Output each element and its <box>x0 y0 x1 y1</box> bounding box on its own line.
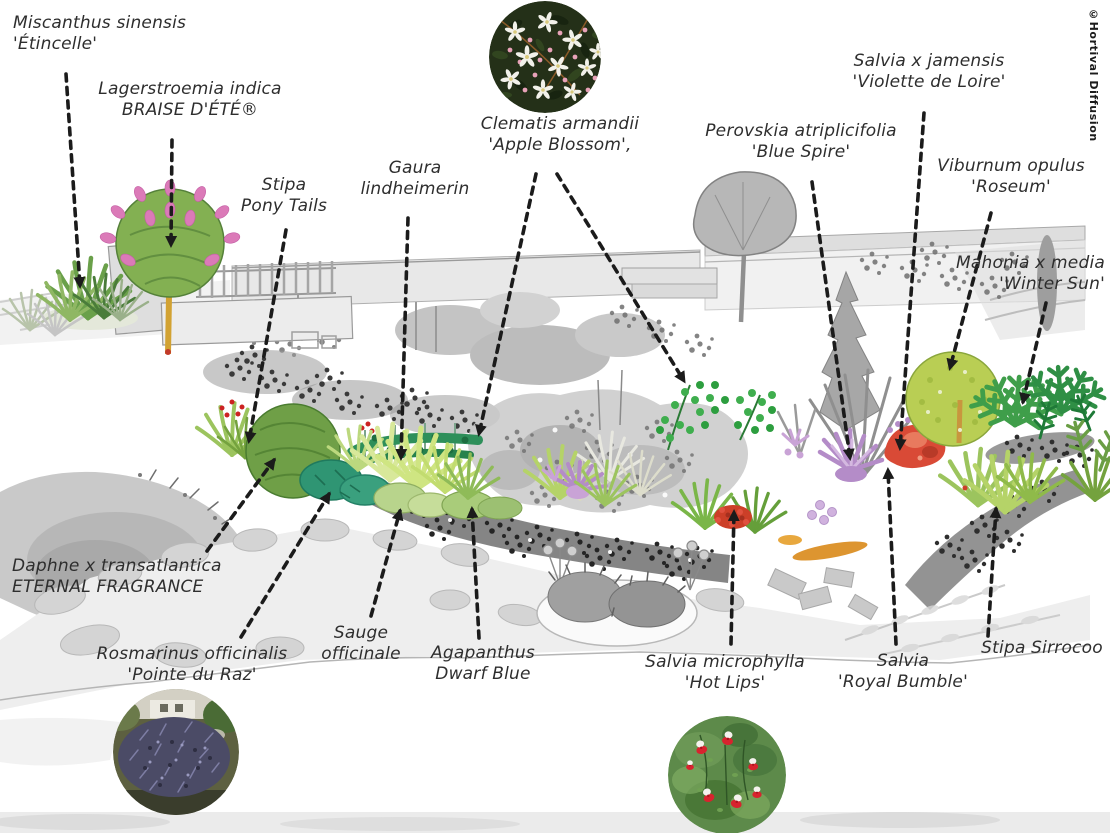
label-line: Stipa <box>261 175 307 195</box>
arrow-hot-lips <box>727 509 740 646</box>
label-clematis-armandii: Clematis armandii 'Apple Blossom', <box>460 114 660 156</box>
label-line: 'Pointe du Raz' <box>127 665 257 685</box>
label-line: Miscanthus sinensis <box>13 13 187 33</box>
salvia-hot-lips-photo <box>668 716 786 833</box>
label-line: 'Apple Blossom', <box>488 135 632 155</box>
label-line: Gaura <box>388 158 442 178</box>
arrow-agapanthus <box>466 506 481 640</box>
label-viburnum-opulus: Viburnum opulus 'Roseum' <box>926 156 1096 198</box>
label-line: Viburnum opulus <box>937 156 1085 176</box>
arrow-stipa-pony-tails <box>244 228 288 444</box>
label-stipa-pony-tails: Stipa Pony Tails <box>224 175 344 217</box>
background-trees <box>234 171 1057 431</box>
label-salvia-royal-bumble: Salvia 'Royal Bumble' <box>813 651 993 693</box>
label-gaura-lindheimerin: Gaura lindheimerin <box>350 158 480 200</box>
arrow-mahonia <box>1019 301 1048 405</box>
mulch-beds <box>203 344 1095 610</box>
label-line: ETERNAL FRAGRANCE <box>12 577 204 597</box>
label-line: Dwarf Blue <box>435 664 531 684</box>
arrow-rosmarinus <box>239 491 331 639</box>
label-stipa-sirrocoo: Stipa Sirrocoo <box>952 638 1110 659</box>
label-line: Agapanthus <box>431 643 535 663</box>
label-mahonia-media: Mahonia x media 'Winter Sun' <box>925 253 1105 295</box>
gaura-sage-agapanthus-grasses <box>326 424 523 520</box>
label-line: 'Winter Sun' <box>999 274 1105 294</box>
label-line: lindheimerin <box>360 179 470 199</box>
label-line: Rosmarinus officinalis <box>96 644 288 664</box>
viburnum-tree <box>905 351 1001 447</box>
label-line: 'Étincelle' <box>13 34 98 54</box>
arrow-viburnum <box>946 211 993 371</box>
label-line: Salvia x jamensis <box>853 51 1005 71</box>
arrow-daphne <box>205 457 276 553</box>
label-salvia-microphylla: Salvia microphylla 'Hot Lips' <box>625 652 825 694</box>
arrow-stipa-sirrocoo <box>986 506 1002 638</box>
label-salvia-jamensis: Salvia x jamensis 'Violette de Loire' <box>819 51 1039 93</box>
rosmarinus-photo <box>113 689 239 815</box>
label-line: Mahonia x media <box>956 253 1105 273</box>
label-line: BRAISE D'ÉTÉ® <box>121 100 259 120</box>
label-line: Salvia <box>876 651 930 671</box>
arrow-perovskia <box>810 180 855 461</box>
label-line: Pony Tails <box>240 196 328 216</box>
label-line: Clematis armandii <box>480 114 640 134</box>
arrow-salvia-jamensis <box>894 111 926 451</box>
label-line: 'Roseum' <box>971 177 1051 197</box>
label-line: 'Hot Lips' <box>684 673 766 693</box>
arrow-lagerstroemia <box>165 138 178 248</box>
label-miscanthus-sinensis: Miscanthus sinensis 'Étincelle' <box>13 13 203 55</box>
label-line: 'Blue Spire' <box>751 142 851 162</box>
label-lagerstroemia-indica: Lagerstroemia indica BRAISE D'ÉTÉ® <box>70 79 310 121</box>
arrow-miscanthus <box>64 72 86 289</box>
arrow-sauge <box>369 508 404 618</box>
label-line: Daphne x transatlantica <box>12 556 222 576</box>
perovskia-purple <box>781 427 885 525</box>
label-sauge-officinale: Sauge officinale <box>311 623 411 665</box>
copyright-credit: ©Hortival Diffusion <box>1087 8 1100 142</box>
purple-aster <box>522 444 638 507</box>
label-line: 'Violette de Loire' <box>852 72 1006 92</box>
etincelle-grass-with-berries <box>194 399 275 460</box>
label-daphne-transatlantica: Daphne x transatlantica ETERNAL FRAGRANC… <box>12 556 242 598</box>
label-line: officinale <box>321 644 401 664</box>
bottom-wash <box>0 717 1110 833</box>
label-rosmarinus-officinalis: Rosmarinus officinalis 'Pointe du Raz' <box>82 644 302 686</box>
label-perovskia-atriplicifolia: Perovskia atriplicifolia 'Blue Spire' <box>691 121 911 163</box>
arrow-gaura <box>395 216 410 461</box>
label-line: Stipa Sirrocoo <box>981 638 1103 658</box>
arrow-royal-bumble <box>882 467 898 646</box>
stipa-sirrocoo-grass <box>940 417 1110 512</box>
island-bed <box>536 537 710 647</box>
label-line: Perovskia atriplicifolia <box>705 121 897 141</box>
clematis-armandii-photo <box>489 1 601 113</box>
callout-arrows <box>64 72 1048 646</box>
label-line: Lagerstroemia indica <box>98 79 282 99</box>
climber-green <box>656 381 776 451</box>
label-agapanthus-dwarf-blue: Agapanthus Dwarf Blue <box>413 643 553 685</box>
label-line: 'Royal Bumble' <box>838 672 968 692</box>
arrow-clematis-left <box>475 172 538 437</box>
arrow-clematis-right <box>555 172 686 384</box>
label-line: Sauge <box>333 623 389 643</box>
label-line: Salvia microphylla <box>645 652 805 672</box>
